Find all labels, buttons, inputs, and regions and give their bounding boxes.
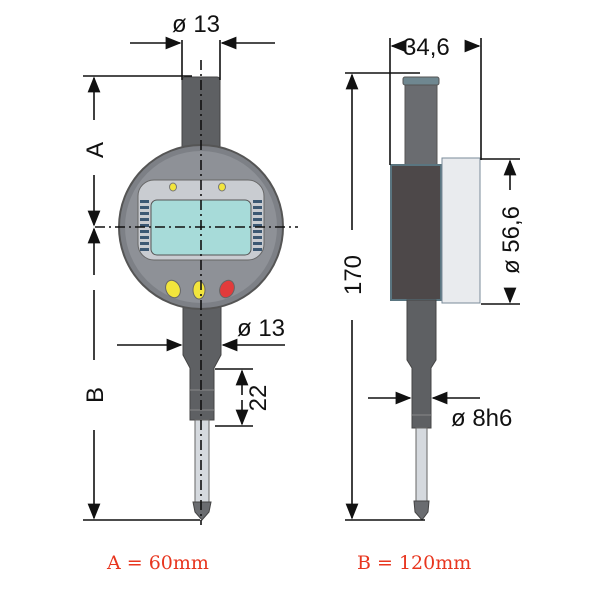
front-view	[95, 60, 298, 525]
contact-tip	[192, 501, 212, 521]
plunger	[194, 419, 210, 503]
side-lower-stem	[406, 299, 437, 429]
indicator-led-right	[218, 182, 226, 192]
side-plunger	[415, 427, 428, 502]
side-dimensions	[345, 38, 520, 521]
side-contact-tip	[413, 500, 430, 521]
label-dim-a: A	[82, 142, 109, 158]
caption-b-value: B = 120mm	[357, 552, 472, 574]
label-stem-length: 22	[245, 385, 272, 412]
label-top-diameter: ø 13	[172, 11, 220, 38]
button-right-red	[219, 279, 235, 299]
label-height: 170	[340, 255, 367, 295]
caption-a-value: A = 60mm	[107, 552, 209, 574]
side-view	[390, 76, 481, 521]
label-dim-b: B	[82, 387, 109, 403]
side-upper-stem	[404, 79, 438, 169]
side-housing-dark	[390, 164, 442, 301]
indicator-led-left	[169, 182, 177, 192]
side-dial-face	[441, 157, 481, 304]
label-stem-fit: ø 8h6	[451, 405, 512, 432]
button-left-yellow	[165, 279, 181, 299]
label-depth: 34,6	[403, 34, 450, 61]
label-mid-diameter: ø 13	[237, 315, 285, 342]
label-dial-diameter: ø 56,6	[498, 206, 525, 274]
front-dimensions	[83, 36, 285, 521]
lower-stem	[182, 299, 222, 421]
button-middle-yellow	[192, 280, 206, 300]
